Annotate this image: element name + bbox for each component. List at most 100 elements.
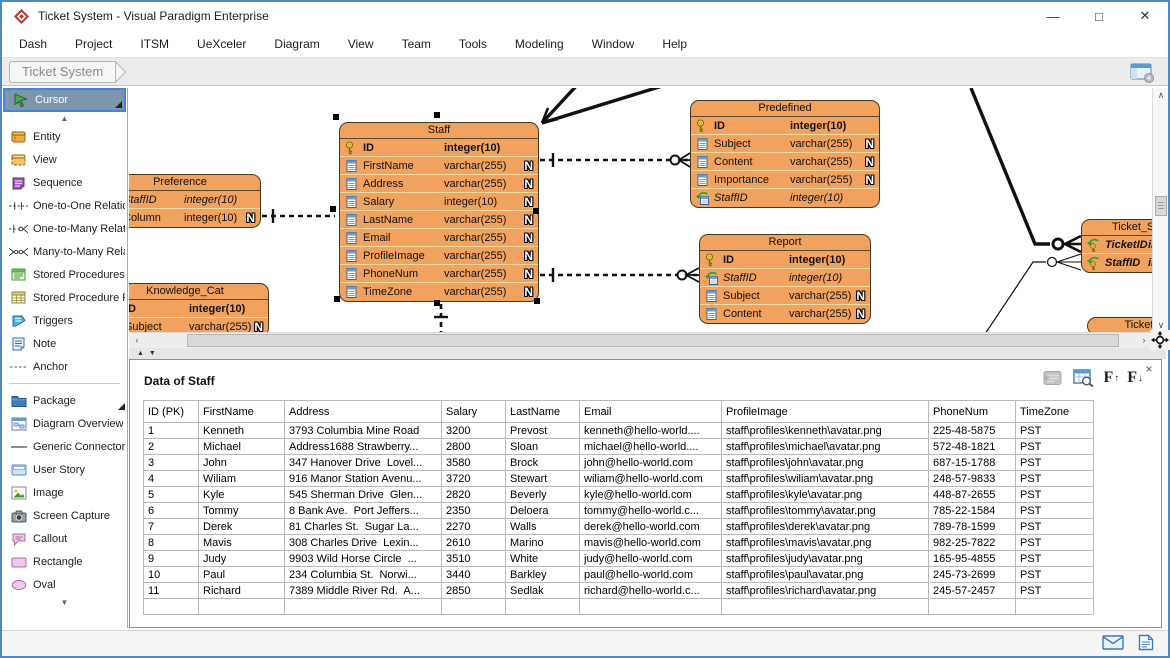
selection-handle[interactable] <box>434 112 440 118</box>
toolbox-item-callout[interactable]: Callout <box>2 527 127 550</box>
table-cell[interactable]: 225-48-5875 <box>928 422 1016 439</box>
column-header-id-pk[interactable]: ID (PK) <box>143 400 199 423</box>
table-cell[interactable]: Richard <box>198 582 285 599</box>
table-cell[interactable]: PST <box>1015 534 1094 551</box>
table-cell[interactable]: staff\profiles\wiliam\avatar.png <box>721 470 929 487</box>
table-cell[interactable]: 8 Bank Ave. Port Jeffers... <box>284 502 442 519</box>
selection-handle[interactable] <box>333 114 339 120</box>
message-log-icon[interactable] <box>1138 634 1154 651</box>
table-cell[interactable]: 916 Manor Station Avenu... <box>284 470 442 487</box>
selection-handle[interactable] <box>330 206 336 212</box>
table-cell[interactable]: Beverly <box>505 486 580 503</box>
diagram-canvas[interactable]: PreferenceStaffIDinteger(10)Columnintege… <box>129 88 1152 332</box>
table-cell[interactable]: derek@hello-world.com <box>579 518 722 535</box>
toolbox-item-oval[interactable]: Oval <box>2 573 127 596</box>
table-cell[interactable]: PST <box>1015 518 1094 535</box>
column-header-timezone[interactable]: TimeZone <box>1015 400 1094 423</box>
panel-close-icon[interactable]: × <box>1145 362 1153 376</box>
menu-diagram[interactable]: Diagram <box>274 36 320 51</box>
table-cell[interactable]: PST <box>1015 582 1094 599</box>
splitter-collapse-icon[interactable]: ▼ <box>148 350 156 357</box>
column-header-salary[interactable]: Salary <box>441 400 506 423</box>
table-cell[interactable]: staff\profiles\judy\avatar.png <box>721 550 929 567</box>
table-cell[interactable]: 2270 <box>441 518 506 535</box>
toolbox-item-many-to-many-relationship[interactable]: Many-to-Many Relationship <box>2 240 127 263</box>
diagram-vertical-scrollbar[interactable]: ∧ ∨ <box>1152 88 1168 332</box>
menu-project[interactable]: Project <box>75 36 113 51</box>
scroll-down-arrow-icon[interactable]: ∨ <box>1157 320 1165 330</box>
table-cell[interactable]: 7389 Middle River Rd. A... <box>284 582 442 599</box>
table-cell[interactable]: Judy <box>198 550 285 567</box>
table-cell[interactable] <box>198 598 285 615</box>
selection-handle[interactable] <box>534 298 540 304</box>
menu-tools[interactable]: Tools <box>458 36 487 51</box>
table-cell[interactable]: Kyle <box>198 486 285 503</box>
table-cell[interactable] <box>579 598 722 615</box>
table-cell[interactable]: 2800 <box>441 438 506 455</box>
scroll-left-arrow-icon[interactable]: ‹ <box>135 335 139 345</box>
table-cell[interactable]: PST <box>1015 566 1094 583</box>
table-cell[interactable]: Sloan <box>505 438 580 455</box>
toolbox-item-rectangle[interactable]: Rectangle <box>2 550 127 573</box>
table-cell[interactable]: 572-48-1821 <box>928 438 1016 455</box>
table-cell[interactable]: Barkley <box>505 566 580 583</box>
table-cell[interactable]: 9 <box>143 550 199 567</box>
table-cell[interactable]: staff\profiles\derek\avatar.png <box>721 518 929 535</box>
table-cell[interactable]: 10 <box>143 566 199 583</box>
table-cell[interactable]: John <box>198 454 285 471</box>
table-cell[interactable] <box>284 598 442 615</box>
table-cell[interactable]: White <box>505 550 580 567</box>
column-header-email[interactable]: Email <box>579 400 722 423</box>
table-cell[interactable] <box>505 598 580 615</box>
table-cell[interactable]: staff\profiles\tommy\avatar.png <box>721 502 929 519</box>
table-cell[interactable]: 3440 <box>441 566 506 583</box>
table-cell[interactable]: PST <box>1015 438 1094 455</box>
selection-handle[interactable] <box>533 208 539 214</box>
toolbox-item-entity[interactable]: Entity <box>2 125 127 148</box>
table-cell[interactable] <box>441 598 506 615</box>
menu-team[interactable]: Team <box>401 36 431 51</box>
menu-uexceler[interactable]: UeXceler <box>197 36 247 51</box>
table-cell[interactable]: 3510 <box>441 550 506 567</box>
table-cell[interactable]: tommy@hello-world.c... <box>579 502 722 519</box>
table-cell[interactable]: 11 <box>143 582 199 599</box>
zoom-table-icon[interactable] <box>1073 368 1095 388</box>
table-cell[interactable]: 245-73-2699 <box>928 566 1016 583</box>
column-header-address[interactable]: Address <box>284 400 442 423</box>
table-cell[interactable] <box>928 598 1016 615</box>
table-cell[interactable]: michael@hello-world.... <box>579 438 722 455</box>
table-cell[interactable]: staff\profiles\mavis\avatar.png <box>721 534 929 551</box>
table-cell[interactable]: 3580 <box>441 454 506 471</box>
table-cell[interactable]: staff\profiles\kenneth\avatar.png <box>721 422 929 439</box>
toolbox-item-screen-capture[interactable]: Screen Capture <box>2 504 127 527</box>
table-cell[interactable]: 2850 <box>441 582 506 599</box>
scroll-up-arrow-icon[interactable]: ∧ <box>1157 90 1165 100</box>
toolbox-item-view[interactable]: View <box>2 148 127 171</box>
table-cell[interactable]: 4 <box>143 470 199 487</box>
table-cell[interactable] <box>143 598 199 615</box>
table-cell[interactable]: Walls <box>505 518 580 535</box>
table-row-empty[interactable] <box>143 598 1094 615</box>
table-cell[interactable]: kenneth@hello-world.... <box>579 422 722 439</box>
table-cell[interactable]: 785-22-1584 <box>928 502 1016 519</box>
menu-dash[interactable]: Dash <box>19 36 48 51</box>
menu-help[interactable]: Help <box>662 36 687 51</box>
table-cell[interactable]: Stewart <box>505 470 580 487</box>
column-header-firstname[interactable]: FirstName <box>198 400 285 423</box>
table-cell[interactable]: 3793 Columbia Mine Road <box>284 422 442 439</box>
table-cell[interactable]: Brock <box>505 454 580 471</box>
breadcrumb[interactable]: Ticket System <box>9 60 117 83</box>
entity-column[interactable]: TicketIDinteger(10) <box>1082 236 1152 254</box>
